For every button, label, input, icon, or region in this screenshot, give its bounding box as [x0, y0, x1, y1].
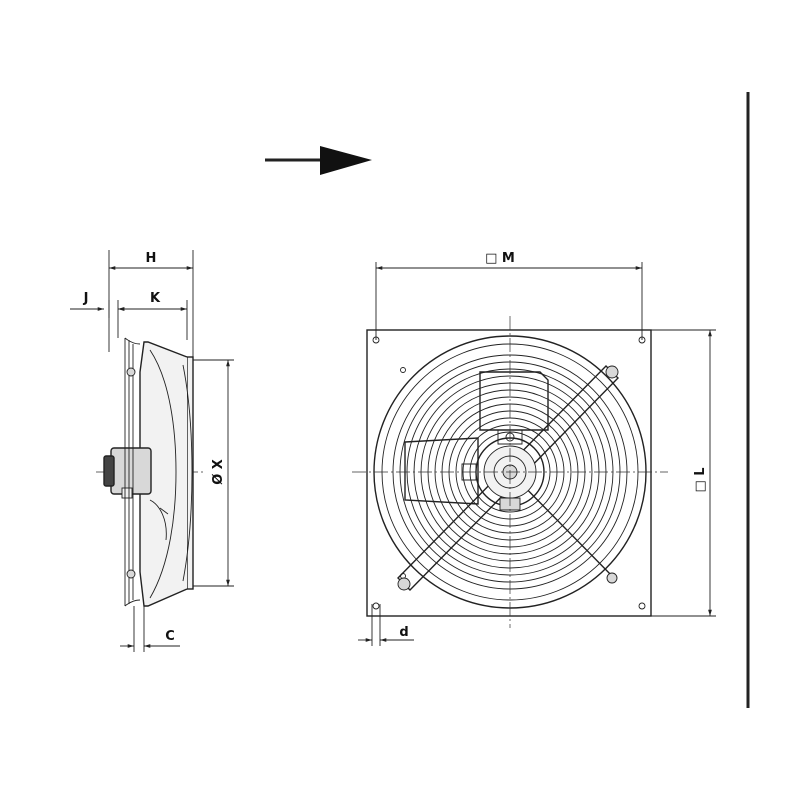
- dim-label-l: □ L: [693, 467, 708, 492]
- dim-label-c: C: [165, 629, 175, 644]
- dim-label-k: K: [150, 291, 161, 306]
- side-view: H J K Ø X C: [70, 250, 234, 652]
- side-guard-grille: [124, 337, 141, 607]
- airflow-arrow-icon: [265, 146, 372, 175]
- dim-label-d: d: [399, 625, 408, 640]
- front-mounting-plate: [366, 329, 652, 617]
- front-view: □ M □ L d: [352, 251, 716, 646]
- dim-label-h: H: [146, 251, 157, 266]
- terminal-box-left: [404, 437, 479, 505]
- dim-label-x: Ø X: [211, 459, 226, 485]
- dim-label-m: □ M: [485, 251, 515, 266]
- side-motor-body: [110, 447, 152, 495]
- terminal-box-upper: [479, 371, 549, 431]
- dim-label-j: J: [83, 291, 89, 306]
